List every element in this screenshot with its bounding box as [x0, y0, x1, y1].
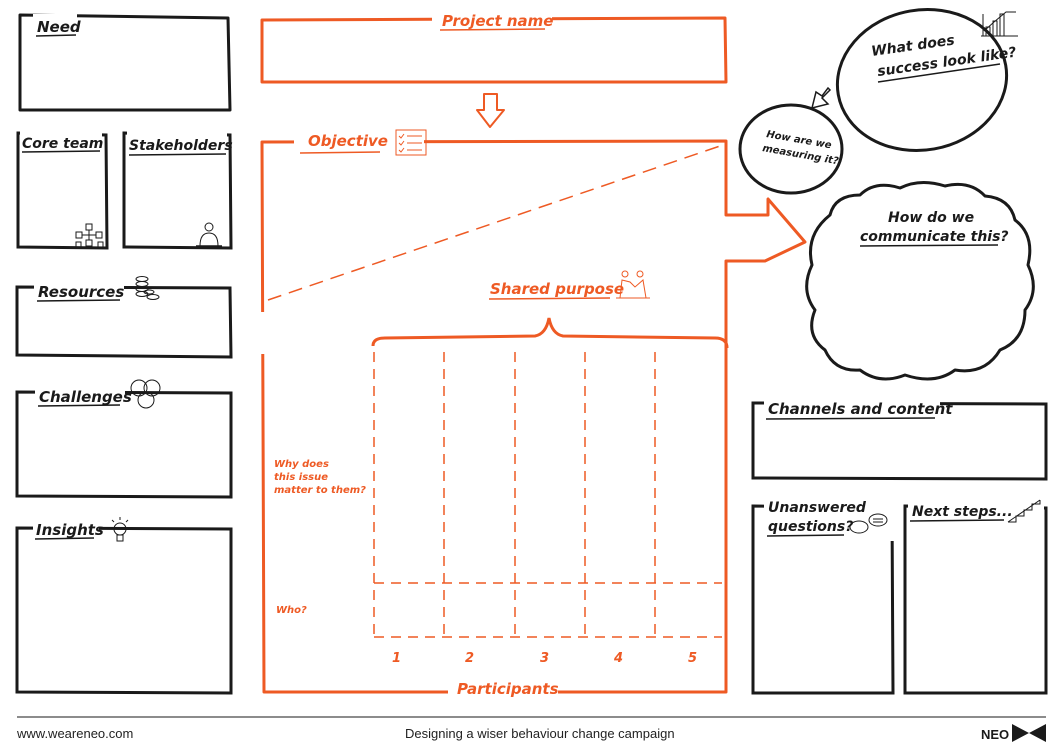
project-name-title: Project name — [442, 12, 553, 30]
next-steps-title: Next steps... — [912, 504, 1013, 520]
pointer-arrow-icon — [810, 86, 832, 110]
footer-website[interactable]: www.weareneo.com — [16, 726, 133, 741]
participants-grid[interactable] — [373, 352, 722, 638]
stakeholders-box[interactable]: Stakeholders — [122, 131, 233, 250]
communicate-text-2: communicate this? — [860, 229, 1009, 245]
unanswered-box[interactable]: Unanswered questions? — [751, 495, 895, 695]
lightbulb-icon — [108, 517, 132, 542]
core-team-title: Core team — [22, 136, 103, 152]
column-number: 5 — [688, 651, 697, 666]
neo-logo-icon — [1012, 724, 1046, 742]
unanswered-title-2: questions? — [768, 519, 853, 535]
measuring-bubble[interactable]: How are we measuring it? — [738, 103, 844, 195]
need-title: Need — [37, 18, 81, 36]
column-numbers: 1 2 3 4 5 — [392, 651, 697, 666]
objective-title: Objective — [308, 132, 388, 150]
shared-purpose-title: Shared purpose — [490, 280, 624, 298]
who-label: Who? — [276, 605, 307, 616]
challenges-box[interactable]: Challenges — [15, 379, 233, 499]
next-steps-box[interactable]: Next steps... — [903, 498, 1048, 695]
channels-box[interactable]: Channels and content — [751, 396, 1048, 481]
growth-chart-icon — [981, 11, 1018, 37]
core-team-box[interactable]: Core team — [16, 131, 109, 250]
need-box[interactable]: Need — [18, 13, 232, 112]
resources-box[interactable]: Resources — [15, 276, 233, 359]
challenges-title: Challenges — [39, 388, 132, 406]
coins-icon — [135, 276, 160, 300]
channels-title: Channels and content — [768, 400, 953, 418]
project-name-box[interactable]: Project name — [260, 9, 728, 84]
down-arrow-icon — [476, 93, 505, 128]
shared-purpose-section[interactable]: Shared purpose — [371, 270, 729, 349]
footer-title: Designing a wiser behaviour change campa… — [405, 726, 675, 741]
why-label-1: Why does — [274, 459, 329, 470]
org-chart-icon — [75, 223, 104, 248]
objective-box[interactable]: Objective — [254, 128, 807, 694]
row-labels: Why does this issue matter to them? Who? — [274, 459, 366, 616]
insights-title: Insights — [36, 521, 104, 539]
stairs-icon — [1007, 499, 1041, 523]
why-label-3: matter to them? — [274, 485, 366, 496]
communicate-cloud[interactable]: How do we communicate this? — [805, 181, 1035, 381]
success-bubble[interactable]: What does success look like? — [826, 0, 1018, 164]
footer-brand: NEO — [981, 727, 1009, 742]
speech-bubbles-icon — [849, 513, 888, 534]
checklist-icon — [395, 129, 427, 156]
person-icon — [196, 222, 222, 247]
resources-title: Resources — [38, 283, 124, 301]
column-number: 2 — [465, 651, 474, 666]
column-number: 1 — [392, 651, 401, 666]
column-number: 4 — [613, 651, 623, 666]
participants-label-group: Participants — [448, 680, 559, 700]
communicate-text-1: How do we — [888, 210, 974, 226]
participants-title: Participants — [457, 680, 559, 698]
handshake-icon — [616, 270, 650, 299]
insights-box[interactable]: Insights — [15, 517, 233, 695]
column-number: 3 — [540, 651, 549, 666]
venn-icon — [130, 379, 161, 409]
why-label-2: this issue — [274, 472, 328, 483]
stakeholders-title: Stakeholders — [129, 138, 233, 154]
unanswered-title-1: Unanswered — [768, 500, 867, 516]
